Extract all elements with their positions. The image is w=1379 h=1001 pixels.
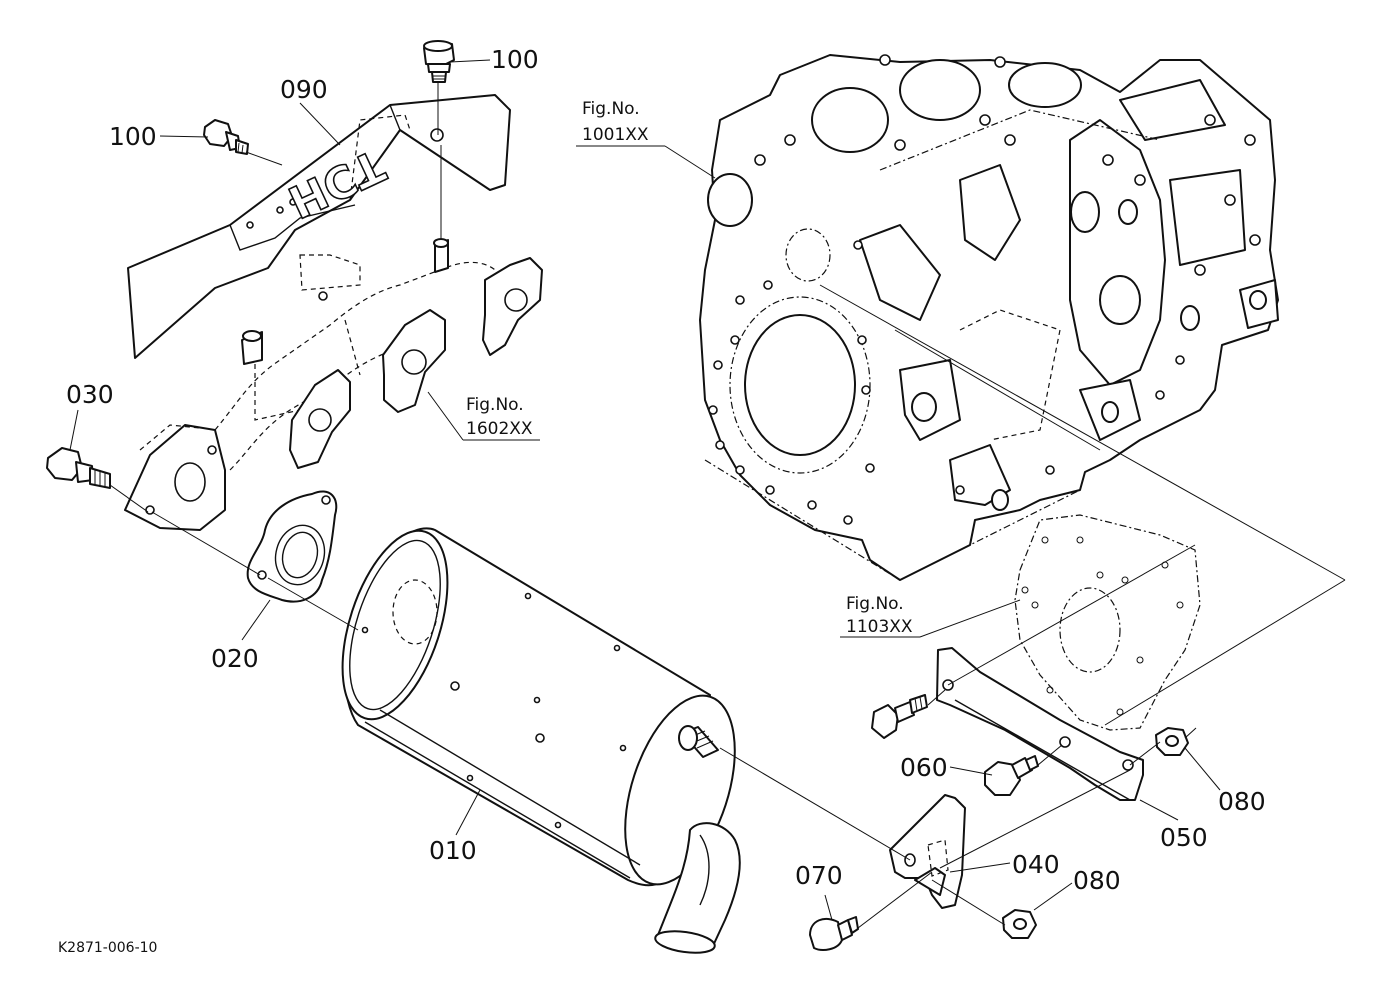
- ref-1602-fig: Fig.No.: [466, 395, 524, 415]
- muffler-010: [341, 527, 741, 954]
- label-080-lower: 080: [1073, 866, 1121, 895]
- label-020: 020: [211, 644, 259, 673]
- gasket-plate: [1014, 514, 1201, 731]
- label-010: 010: [429, 836, 477, 865]
- heat-shield-090: [127, 94, 511, 359]
- bolt-060: [984, 755, 1039, 796]
- label-090: 090: [280, 75, 328, 104]
- part-labels: 100 100 090 030 020 010 060 050 080 040 …: [58, 45, 1266, 956]
- bolt-030: [46, 447, 111, 489]
- ref-1103-number: 1103XX: [846, 617, 913, 637]
- ref-1001-fig: Fig.No.: [582, 99, 640, 119]
- bolt-100-top: [423, 40, 455, 83]
- ref-1001-number: 1001XX: [582, 125, 649, 145]
- label-040: 040: [1012, 850, 1060, 879]
- drawing-code: K2871-006-10: [58, 940, 157, 956]
- exhaust-manifold: [124, 238, 543, 531]
- leader-lines: [69, 59, 1221, 921]
- ref-1103-fig: Fig.No.: [846, 594, 904, 614]
- label-050: 050: [1160, 823, 1208, 852]
- bolt-100-left: [203, 119, 249, 155]
- gasket-020: [246, 490, 338, 603]
- engine-block: [699, 54, 1279, 581]
- bracket-040: [889, 794, 966, 909]
- assembly-lines: [109, 82, 1346, 929]
- nut-080-upper: [1155, 727, 1189, 756]
- nut-080-lower: [1002, 909, 1037, 939]
- ref-1602-number: 1602XX: [466, 419, 533, 439]
- label-100-left: 100: [109, 122, 157, 151]
- label-060: 060: [900, 753, 948, 782]
- bolt-070: [809, 916, 859, 951]
- label-100-top: 100: [491, 45, 539, 74]
- label-070: 070: [795, 861, 843, 890]
- stay-050: [936, 647, 1144, 801]
- label-030: 030: [66, 380, 114, 409]
- label-080-right: 080: [1218, 787, 1266, 816]
- bolt-060-upper: [871, 694, 928, 739]
